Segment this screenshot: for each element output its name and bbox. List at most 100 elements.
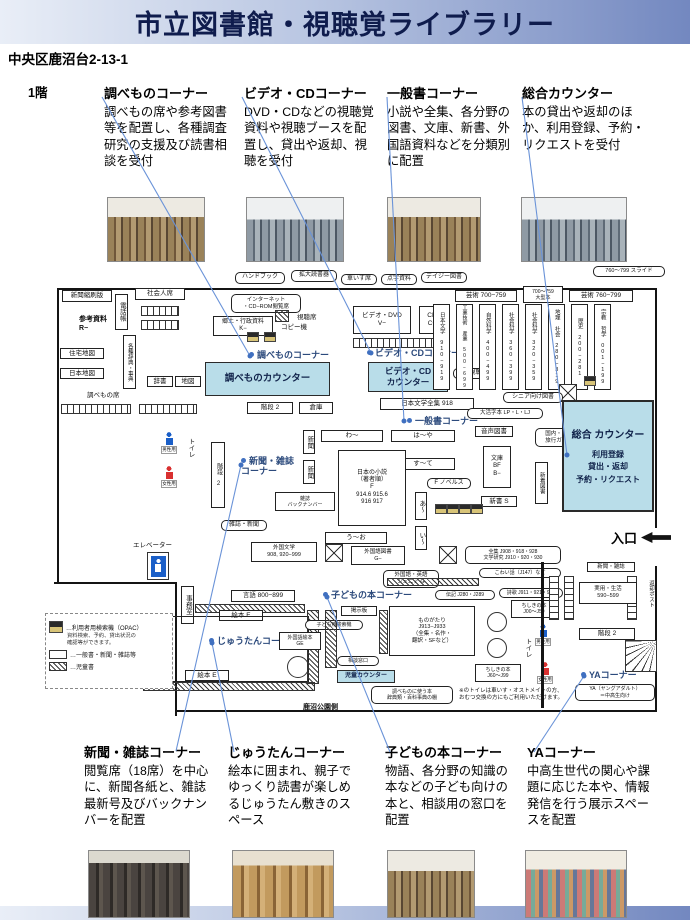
fiction-row: う〜お [325, 532, 387, 544]
shelf-social-2: 社会科学 320−359 [525, 304, 542, 390]
arts2-shelf-label: 芸術 760−799 [569, 290, 633, 302]
annotation-title: 一般書コーナー [387, 86, 479, 101]
photo-general-books [387, 197, 481, 262]
children-shelf-hatch [387, 578, 479, 586]
foreign-lit-shelf: 外国文学 908, 920−999 [251, 542, 317, 562]
shelf-philosophy: 宗教 哲学 001−199 [594, 304, 611, 390]
womens-toilet-icon: 女性用 [161, 466, 177, 488]
magnifier-callout: 拡大読書器 [291, 270, 337, 282]
shelf [549, 576, 559, 620]
main-counter-title: 総合 カウンター [571, 430, 645, 441]
legend-general: …一般書・新聞・雑誌等 [70, 652, 137, 659]
annotation-carpet: じゅうたんコーナー 絵本に囲まれ、親子でゆっくり読書が楽しめるじゅうたん敷きのス… [228, 742, 360, 829]
annotation-desc: 物語、各分野の知識の本などの子ども向けの本と、相談用の窓口を配置 [385, 764, 508, 828]
kids-complete-callout: 全集 J908・918・928 文学研究 J910・920・930 [465, 546, 561, 564]
annotation-title: 総合カウンター [522, 86, 614, 101]
shelf-social-1: 社会科学 360−399 [502, 304, 519, 390]
annotation-desc: 絵本に囲まれ、親子でゆっくり読書が楽しめるじゅうたん敷きのスペース [228, 764, 352, 828]
shelf-history: 歴史 200−281 [571, 304, 588, 390]
new-arrivals-shelf: 新着図書 [535, 462, 548, 504]
shelf [141, 320, 179, 330]
toilet-label-2: トイレ [524, 638, 531, 658]
pillar [325, 544, 343, 562]
foreign-books-shelf: 外国語図書 G− [351, 546, 405, 565]
mens-toilet-icon: 男性用 [161, 432, 177, 454]
annotation-title: ビデオ・CDコーナー [244, 86, 367, 101]
consult-window-callout: 相談窓口 [337, 656, 379, 666]
womens-toilet-icon-2: 女性用 [537, 662, 553, 684]
legend-opac: …利用者用検索機（OPAC） [66, 625, 143, 632]
kids-reference-callout: 調べものに使う本 辞典類・百科事典の棚 [371, 686, 453, 704]
children-shelf-hatch [379, 610, 388, 654]
listening-hatch [275, 310, 289, 322]
annotation-main-counter: 総合カウンター 本の貸出や返却のほか、利用登録、予約・リクエストを受付 [522, 83, 654, 153]
pillar [439, 546, 457, 564]
annotation-desc: DVD・CDなどの視聴覚資料や視聴ブースを配置し、貸出や返却、視聴を受付 [244, 105, 374, 169]
shelf [141, 306, 179, 316]
annotation-ya: YAコーナー 中高生世代の関心や課題に応じた本や、情報発信を行う展示スペースを配… [527, 742, 659, 829]
picture-books-shelf: 絵本 E [185, 670, 229, 681]
legend-children: …児童書 [70, 664, 95, 671]
pc-icon [435, 504, 447, 514]
news-mag-corner-label: 新聞・雑誌 コーナー [241, 456, 313, 478]
address: 中央区鹿沼台2-13-1 [8, 52, 129, 67]
shelf [564, 576, 574, 620]
back-number-shelf: 雑誌 バックナンバー [275, 492, 335, 511]
video-dvd-shelf: ビデオ・DVD V− [353, 306, 411, 334]
legend-opac-note: 資料検索、予約、貸出状況の 確認等ができます。 [67, 633, 136, 646]
research-counter: 調べものカウンター [205, 362, 330, 396]
pc-icon [459, 504, 471, 514]
shelf-technology: 工業技術 産業 500−699 [456, 304, 473, 390]
audio-books-shelf: 音声図書 [475, 426, 513, 437]
children-corner-label: 子どもの本コーナー [323, 590, 431, 602]
ya-corner-label: YAコーナー [581, 670, 653, 682]
copier-label: コピー機 [281, 324, 307, 331]
japan-maps-shelf: 日本地図 [60, 368, 104, 379]
dictionary-shelf: 辞書 [147, 376, 173, 387]
ya-note-callout: YA（ヤングアダルト） ＝中高生向け [575, 684, 655, 701]
children-shelf-hatch [325, 610, 337, 668]
shelf [353, 338, 443, 348]
entrance-label: 入口 [611, 531, 638, 546]
opac-icon [49, 621, 63, 633]
toilet-label: トイレ [187, 438, 194, 458]
fiction-row: わ〜 [321, 430, 383, 442]
adult-seats-shelf: 社会人席 [135, 288, 185, 300]
annotation-children: 子どもの本コーナー 物語、各分野の知識の本などの子ども向けの本と、相談用の窓口を… [385, 742, 517, 829]
stairs2-shaft: 階段 2 [211, 442, 225, 508]
map-legend: …利用者用検索機（OPAC） 資料検索、予約、貸出状況の 確認等ができます。 …… [45, 613, 173, 689]
shelf [139, 404, 197, 414]
park-side-label: 鹿沼公園側 [303, 704, 338, 711]
elevator-label: エレベーター [133, 542, 172, 549]
large-print-callout: 大活字本 LP・L・LJ [467, 408, 543, 419]
photo-av-corner [246, 197, 344, 262]
av-corner-label: ビデオ・CDコーナー [367, 348, 471, 360]
pc-icon [471, 504, 483, 514]
shelf-science: 自然科学 400−499 [479, 304, 496, 390]
round-table [487, 638, 507, 658]
senior-books-callout: シニア向け図書 [503, 392, 563, 403]
listening-seats-label: 視聴席 [297, 314, 317, 321]
biography-callout: 伝記 J280・J289 [435, 590, 495, 600]
photo-main-counter [521, 197, 627, 262]
storage-box: 倉庫 [299, 402, 333, 414]
arts-shelf-label: 芸術 700−759 [455, 290, 517, 302]
annotation-general: 一般書コーナー 小説や全集、各分野の図書、文庫、新書、外国語資料などを分類別に配… [387, 83, 519, 170]
stairs2-box: 階段 2 [247, 402, 293, 414]
photo-children [387, 850, 475, 918]
scary-stories-callout: こわい話（J147）など [479, 568, 561, 578]
mag-news-callout: 雑誌・新聞 [221, 520, 267, 531]
entrance: 入口 [611, 528, 672, 547]
photo-carpet [232, 850, 334, 918]
general-shelf-icon [49, 649, 67, 659]
round-table [287, 656, 309, 678]
braille-callout: 点字資料 [381, 274, 417, 285]
elevator-icon [147, 552, 169, 580]
annotation-desc: 本の貸出や返却のほか、利用登録、予約・リクエストを受付 [522, 105, 645, 152]
ya-news-shelf: 新聞・雑誌 [587, 562, 635, 572]
fiction-row-v: あ〜 [415, 492, 427, 520]
art-overflow-callout: 760〜799 スライド [593, 266, 665, 277]
research-seats-label: 調べもの席 [87, 392, 120, 399]
internet-callout: インターネット ・CD−ROM閲覧席 [231, 294, 301, 313]
